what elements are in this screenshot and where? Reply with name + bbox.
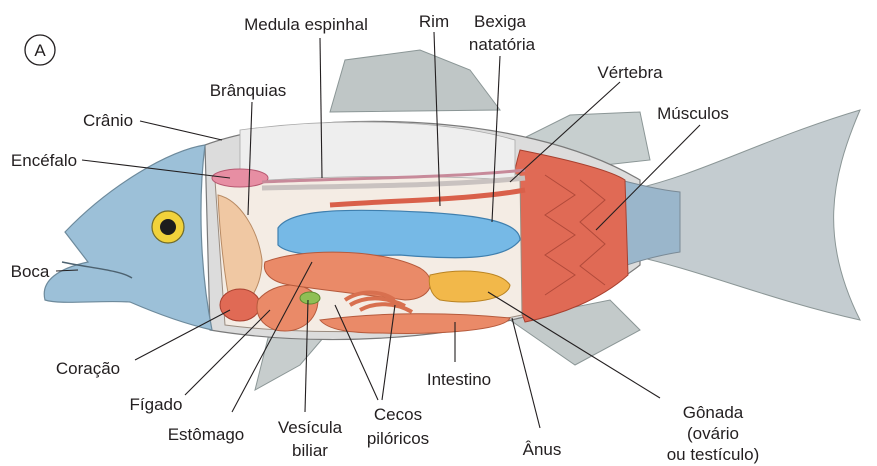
- label-bexiga-line2: natatória: [469, 35, 536, 54]
- label-bexiga-line1: Bexiga: [474, 12, 527, 31]
- dorsal-fin: [330, 50, 500, 112]
- intestine: [320, 314, 510, 334]
- gallbladder: [300, 292, 320, 304]
- label-cecos-line2: pilóricos: [367, 429, 429, 448]
- label-rim: Rim: [419, 12, 449, 31]
- label-figado: Fígado: [130, 395, 183, 414]
- label-encefalo: Encéfalo: [11, 151, 77, 170]
- label-vesicula-line1: Vesícula: [278, 418, 343, 437]
- label-cranio: Crânio: [83, 111, 133, 130]
- muscle-block: [509, 150, 628, 322]
- label-medula-espinhal: Medula espinhal: [244, 15, 368, 34]
- label-branquias: Brânquias: [210, 81, 287, 100]
- heart: [220, 289, 260, 321]
- brain: [212, 169, 268, 187]
- panel-letter: A: [34, 41, 46, 60]
- leader-cranio: [140, 121, 222, 140]
- label-gonada-line1: Gônada: [683, 403, 744, 422]
- label-cecos-line1: Cecos: [374, 405, 422, 424]
- label-anus: Ânus: [523, 440, 562, 459]
- pupil: [160, 219, 176, 235]
- label-boca: Boca: [11, 262, 50, 281]
- label-gonada-line2: (ovário: [687, 424, 739, 443]
- label-estomago: Estômago: [168, 425, 245, 444]
- label-gonada-line3: ou testículo): [667, 445, 760, 464]
- label-intestino: Intestino: [427, 370, 491, 389]
- label-vertebra: Vértebra: [597, 63, 663, 82]
- label-coracao: Coração: [56, 359, 120, 378]
- label-musculos: Músculos: [657, 104, 729, 123]
- label-vesicula-line2: biliar: [292, 441, 328, 460]
